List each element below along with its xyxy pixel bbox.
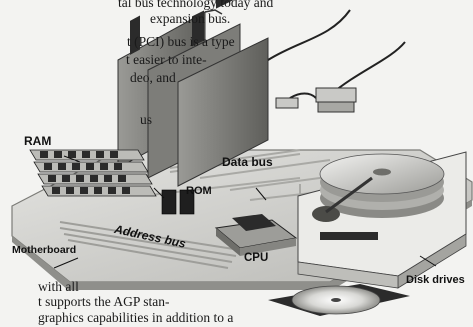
text-line-5: deo, and bbox=[130, 70, 176, 85]
label-data-bus: Data bus bbox=[222, 155, 273, 169]
label-disk-drives: Disk drives bbox=[406, 274, 465, 286]
text-line-1: tal bus technology today and bbox=[118, 0, 273, 10]
text-line-3: t (PCI) bus is a type bbox=[127, 34, 235, 49]
text-line-9: graphics capabilities in addition to a bbox=[38, 310, 233, 325]
text-line-7: with all bbox=[38, 279, 79, 294]
label-motherboard: Motherboard bbox=[12, 244, 76, 256]
cables bbox=[268, 10, 405, 98]
label-rom: ROM bbox=[186, 185, 212, 197]
hard-disk-platters bbox=[312, 154, 444, 222]
label-ram: RAM bbox=[24, 134, 51, 148]
label-cpu: CPU bbox=[244, 252, 268, 264]
text-line-8: t supports the AGP stan- bbox=[38, 294, 170, 309]
connectors bbox=[276, 88, 356, 112]
text-line-6: us bbox=[140, 112, 152, 127]
text-line-4: t easier to inte- bbox=[126, 52, 207, 67]
text-line-2: expansion bus. bbox=[150, 11, 230, 26]
